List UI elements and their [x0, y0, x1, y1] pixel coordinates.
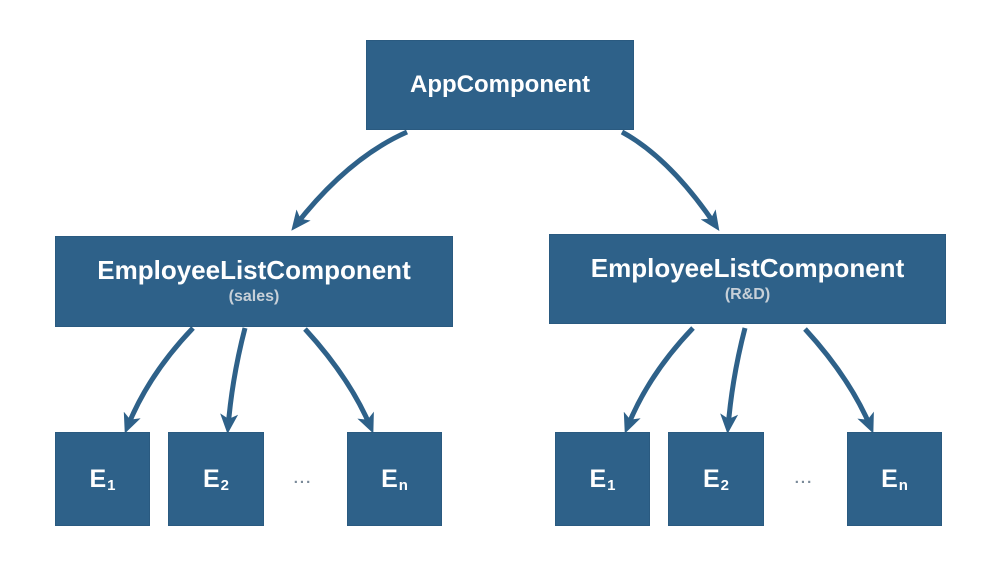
leaf-label: E2 [202, 464, 230, 495]
ellipsis-rd: ... [794, 470, 814, 487]
edge-sales-to-e2 [220, 327, 248, 434]
edge-sales-to-e1 [123, 326, 195, 434]
node-employee-2-rd: E2 [668, 432, 764, 526]
node-employee-list-rd-title: EmployeeListComponent [590, 252, 905, 283]
node-employee-list-rd: EmployeeListComponent (R&D) [549, 234, 946, 324]
edge-rd-to-en [803, 327, 874, 434]
edge-rd-to-e2 [720, 327, 748, 434]
node-employee-n-rd: En [847, 432, 942, 526]
leaf-label: En [881, 464, 908, 495]
node-employee-1-rd: E1 [555, 432, 650, 526]
ellipsis-sales: ... [293, 470, 313, 487]
node-app-component: AppComponent [366, 40, 634, 130]
edge-root-to-sales-list [291, 129, 409, 231]
node-employee-list-sales: EmployeeListComponent (sales) [55, 236, 453, 327]
edge-rd-to-e1 [623, 326, 695, 434]
edge-sales-to-en [303, 327, 374, 434]
leaf-label: E1 [589, 464, 616, 495]
node-employee-list-sales-title: EmployeeListComponent [97, 255, 411, 286]
node-employee-n-sales: En [347, 432, 442, 526]
node-app-component-title: AppComponent [410, 71, 590, 99]
node-employee-list-rd-subtitle: (R&D) [724, 285, 771, 303]
node-employee-1-sales: E1 [55, 432, 150, 526]
leaf-label: E2 [702, 464, 730, 495]
node-employee-list-sales-subtitle: (sales) [228, 288, 280, 306]
node-employee-2-sales: E2 [168, 432, 264, 526]
edge-root-to-rd-list [620, 129, 720, 231]
leaf-label: E1 [89, 464, 116, 495]
leaf-label: En [381, 464, 408, 495]
